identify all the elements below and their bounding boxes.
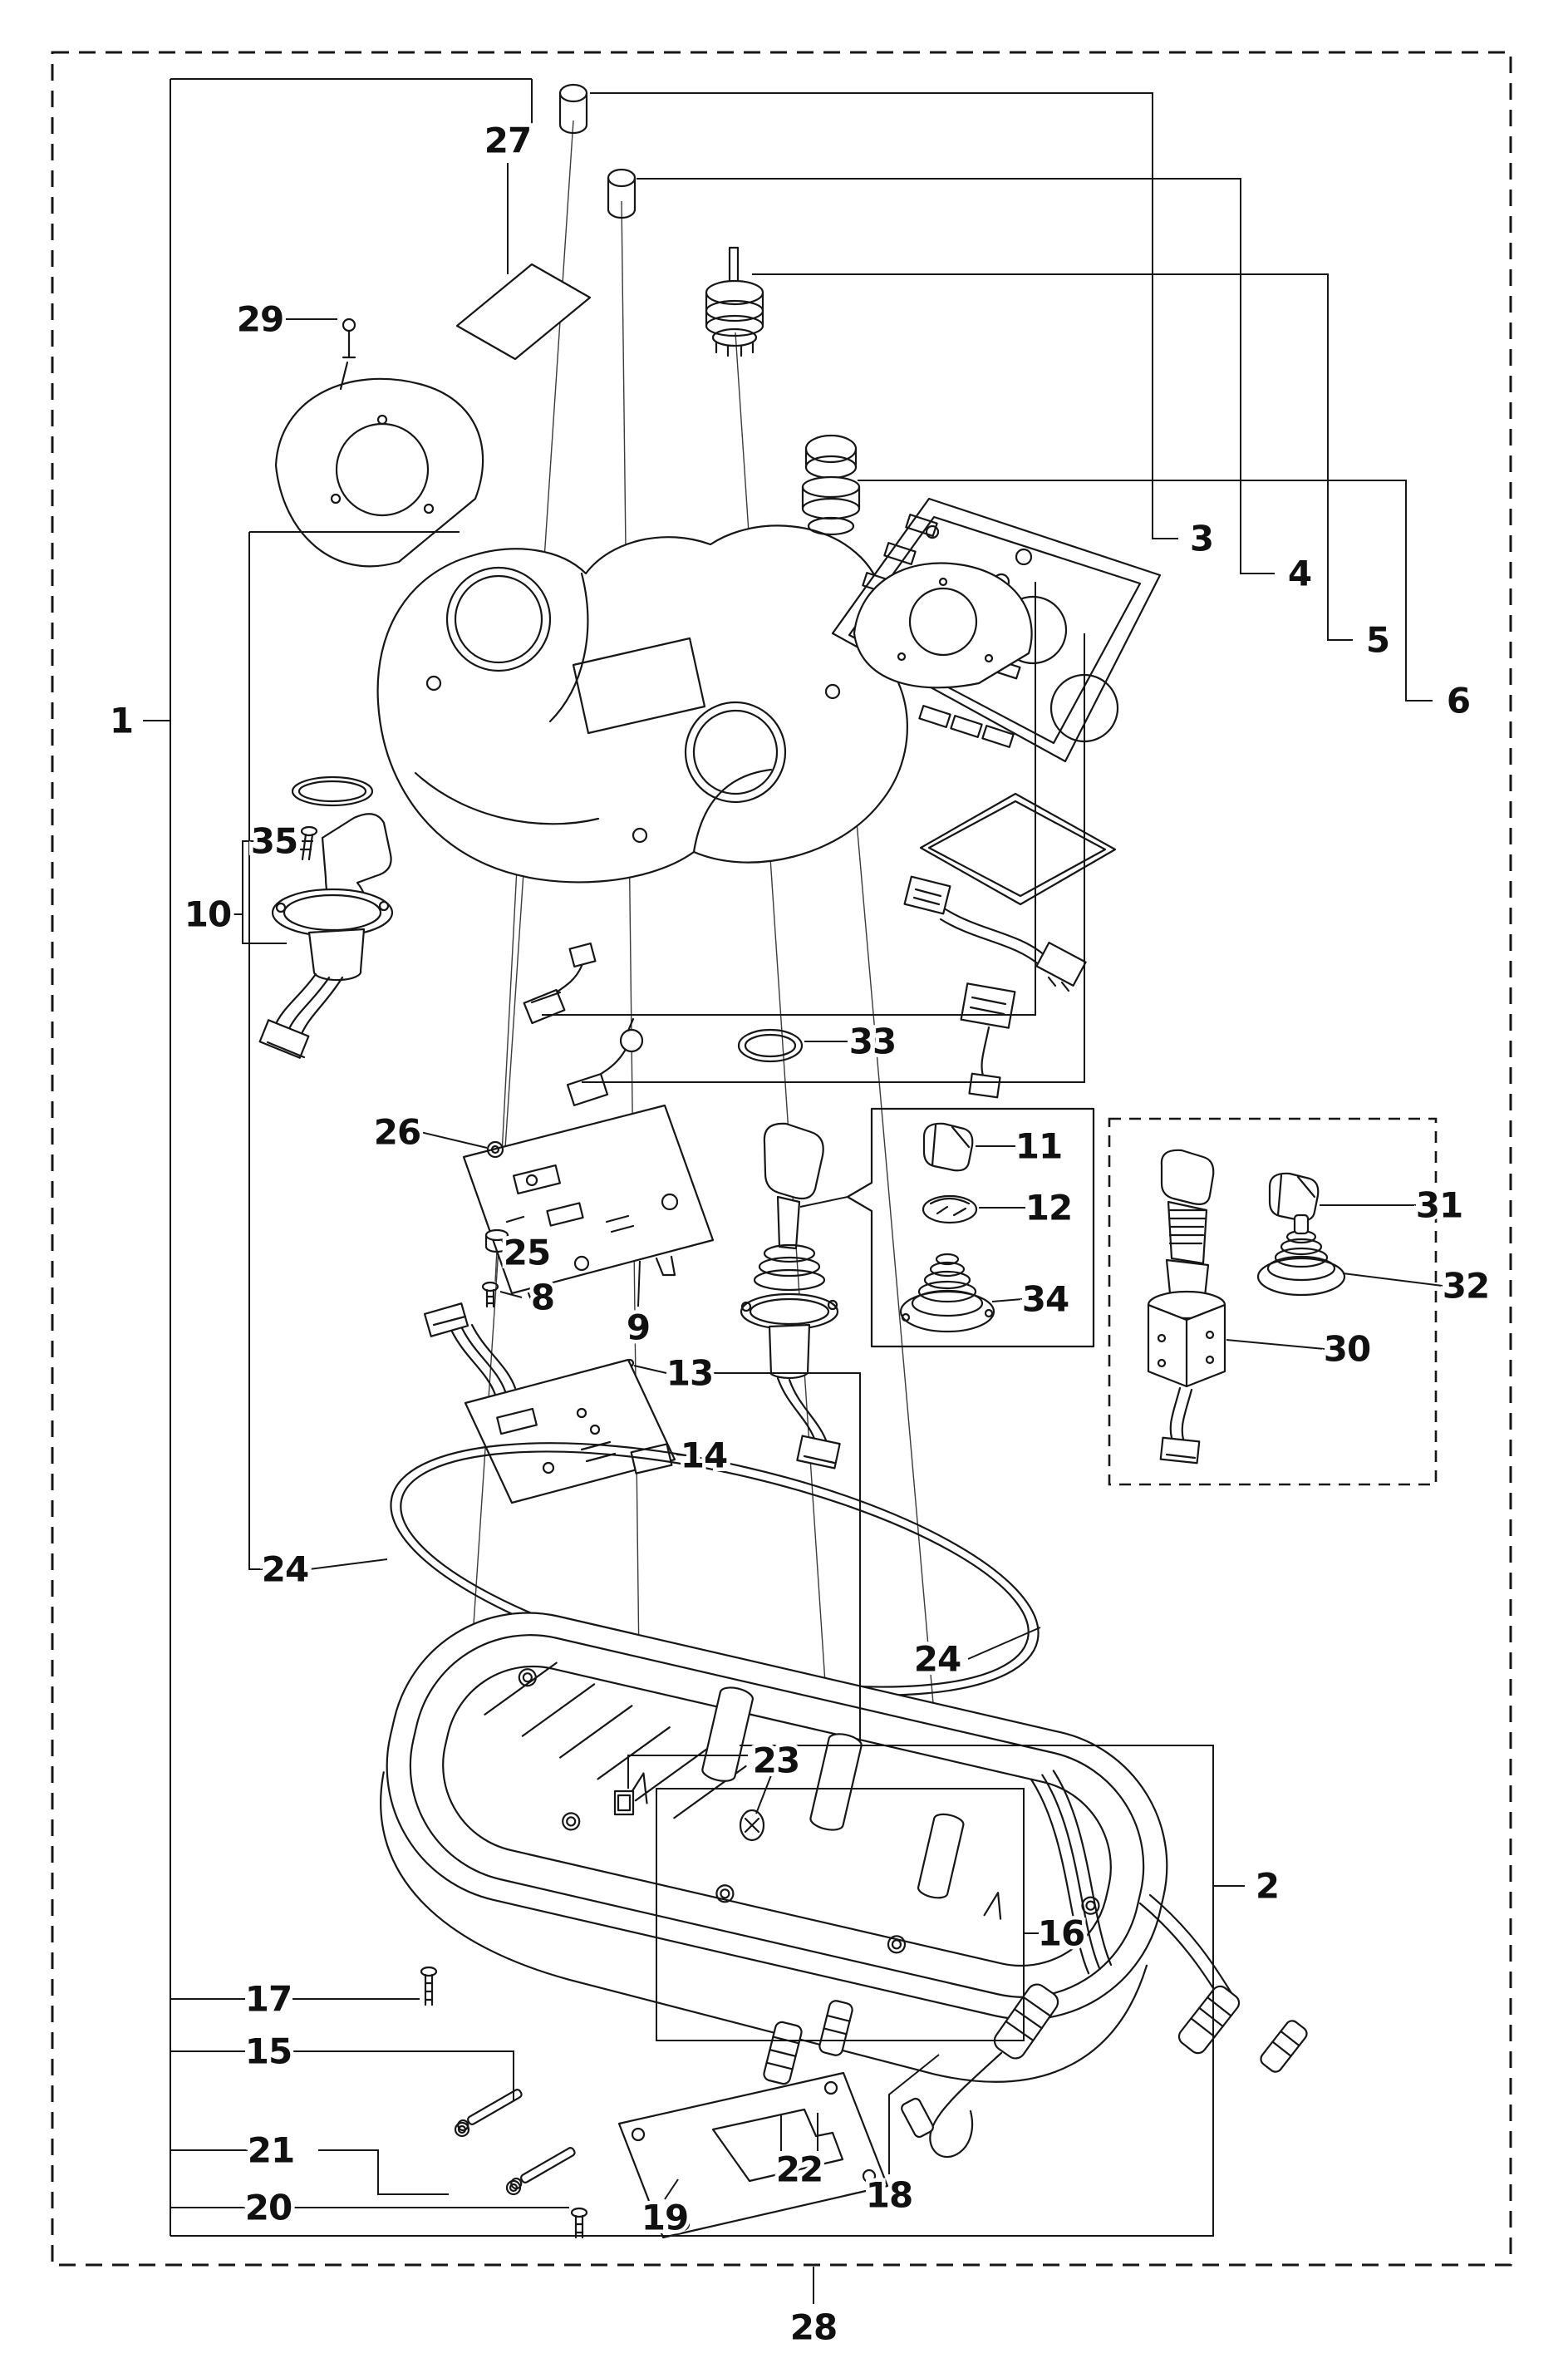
boot-32 bbox=[1256, 1213, 1346, 1297]
disc-12 bbox=[922, 1194, 978, 1224]
screw-29 bbox=[339, 318, 356, 391]
part-label-24: 24 bbox=[262, 1549, 308, 1590]
part-label-20: 20 bbox=[245, 2188, 292, 2228]
part-label-13: 13 bbox=[666, 1353, 713, 1394]
harness-connectors-16 bbox=[1138, 1893, 1308, 2073]
cable-assembly-a bbox=[523, 942, 597, 1025]
clip-23 bbox=[613, 1789, 635, 1816]
housing-posts bbox=[627, 1686, 1002, 1920]
key-switch-5 bbox=[705, 246, 764, 357]
sheet-dashed-border bbox=[51, 51, 1512, 2267]
emergency-stop-6 bbox=[801, 434, 861, 536]
cable-assembly-c bbox=[903, 875, 1087, 992]
gasket-plate-19 bbox=[617, 2071, 889, 2239]
part-label-5: 5 bbox=[1366, 620, 1389, 661]
part-label-15: 15 bbox=[245, 2031, 292, 2072]
part-label-27: 27 bbox=[484, 121, 531, 161]
part-label-25: 25 bbox=[504, 1233, 550, 1273]
bellows-34 bbox=[899, 1253, 995, 1333]
button-cap-4 bbox=[607, 168, 637, 219]
cable-assembly-b bbox=[566, 1017, 644, 1106]
part-label-11: 11 bbox=[1015, 1126, 1062, 1167]
part-label-6: 6 bbox=[1447, 681, 1470, 721]
part-label-28: 28 bbox=[790, 2307, 837, 2348]
callout-brackets bbox=[143, 78, 1443, 2304]
part-label-31: 31 bbox=[1416, 1185, 1462, 1226]
part-label-17: 17 bbox=[245, 1979, 292, 2020]
connectors-22 bbox=[763, 2000, 853, 2085]
grommet-25 bbox=[484, 1228, 509, 1253]
part-label-14: 14 bbox=[681, 1435, 727, 1476]
part-label-23: 23 bbox=[753, 1740, 799, 1781]
screw-35 bbox=[299, 825, 318, 861]
cable-assembly-d bbox=[960, 982, 1016, 1099]
part-label-10: 10 bbox=[184, 894, 231, 935]
part-label-16: 16 bbox=[1038, 1913, 1084, 1954]
pins-15-21 bbox=[454, 2089, 576, 2196]
part-label-9: 9 bbox=[627, 1307, 650, 1348]
oval-23 bbox=[739, 1809, 765, 1842]
part-label-29: 29 bbox=[237, 299, 283, 340]
knob-11 bbox=[922, 1122, 974, 1172]
o-ring-33 bbox=[737, 1028, 804, 1063]
board-14 bbox=[464, 1358, 676, 1504]
part-label-8: 8 bbox=[531, 1277, 554, 1318]
plate-29-right bbox=[853, 562, 1033, 689]
top-cover-shell bbox=[376, 524, 908, 884]
part-label-34: 34 bbox=[1022, 1279, 1069, 1320]
assembly-axis-lines bbox=[348, 120, 946, 1848]
part-label-4: 4 bbox=[1288, 554, 1311, 594]
part-label-30: 30 bbox=[1324, 1329, 1370, 1370]
nut-26 bbox=[486, 1140, 504, 1159]
part-label-24: 24 bbox=[914, 1639, 961, 1680]
part-label-26: 26 bbox=[374, 1112, 420, 1153]
o-ring-joystick-left bbox=[291, 775, 374, 807]
detail-box-joystick-service-parts bbox=[799, 1107, 1095, 1348]
bottom-housing bbox=[380, 1612, 1308, 2239]
screw-20 bbox=[570, 2207, 588, 2239]
part-label-19: 19 bbox=[641, 2198, 688, 2238]
part-label-33: 33 bbox=[849, 1022, 896, 1062]
knob-31 bbox=[1268, 1172, 1320, 1222]
joystick-center bbox=[740, 1122, 841, 1469]
sticker-27 bbox=[455, 263, 592, 361]
plate-29-left bbox=[274, 377, 484, 568]
joystick-assembly-10 bbox=[258, 813, 394, 1059]
button-cap-3 bbox=[558, 83, 588, 135]
part-label-35: 35 bbox=[251, 821, 297, 862]
part-label-2: 2 bbox=[1256, 1866, 1279, 1907]
part-label-18: 18 bbox=[866, 2175, 912, 2216]
joystick-30 bbox=[1147, 1149, 1226, 1465]
part-label-32: 32 bbox=[1443, 1266, 1489, 1307]
part-label-21: 21 bbox=[248, 2130, 294, 2171]
part-label-3: 3 bbox=[1190, 519, 1213, 559]
screw-17 bbox=[420, 1966, 438, 2006]
screw-8 bbox=[481, 1281, 499, 1308]
part-label-22: 22 bbox=[776, 2149, 823, 2190]
part-label-1: 1 bbox=[110, 701, 133, 741]
detail-box-joystick-alternate bbox=[1108, 1117, 1438, 1486]
sticker-display bbox=[919, 792, 1117, 906]
part-label-12: 12 bbox=[1025, 1188, 1072, 1228]
pcb-9 bbox=[462, 1104, 715, 1312]
